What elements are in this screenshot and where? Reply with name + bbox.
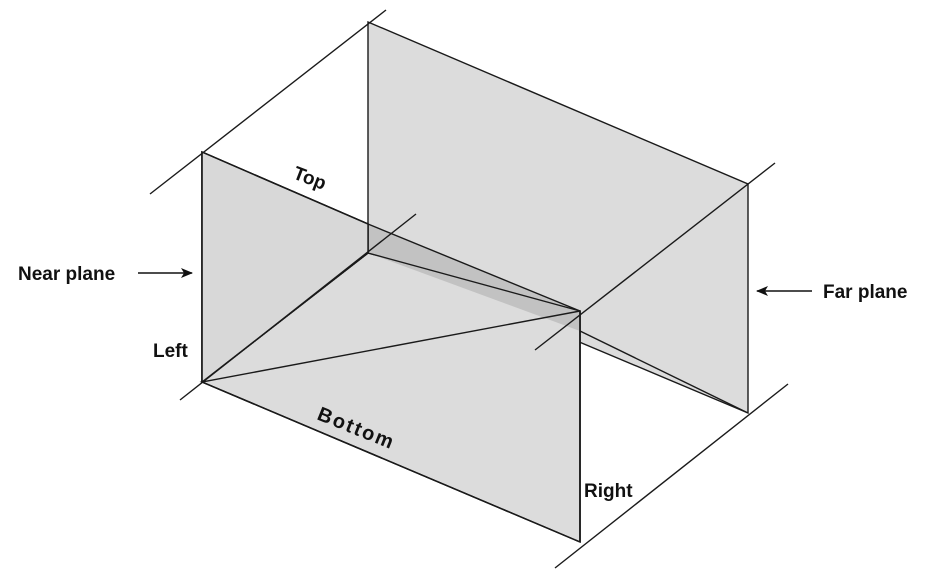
extension-line-bottom-right: [554, 383, 789, 569]
top-edge-near: [201, 151, 369, 225]
intersection-edge: [367, 252, 581, 312]
far-plane-label: Far plane: [823, 282, 907, 303]
near-plane-label: Near plane: [18, 264, 115, 285]
overlap-strip: [368, 224, 580, 331]
bottom-front-edge: [201, 381, 581, 543]
extension-line-top-left: [149, 9, 387, 195]
top-label: Top: [290, 163, 329, 195]
far-bottom-edge: [579, 330, 749, 414]
left-label: Left: [153, 341, 189, 362]
top-edge-far: [367, 223, 581, 312]
extension-line-mid-right: [534, 162, 776, 351]
extension-line-mid-left: [179, 213, 417, 401]
right-label: Right: [584, 481, 633, 502]
